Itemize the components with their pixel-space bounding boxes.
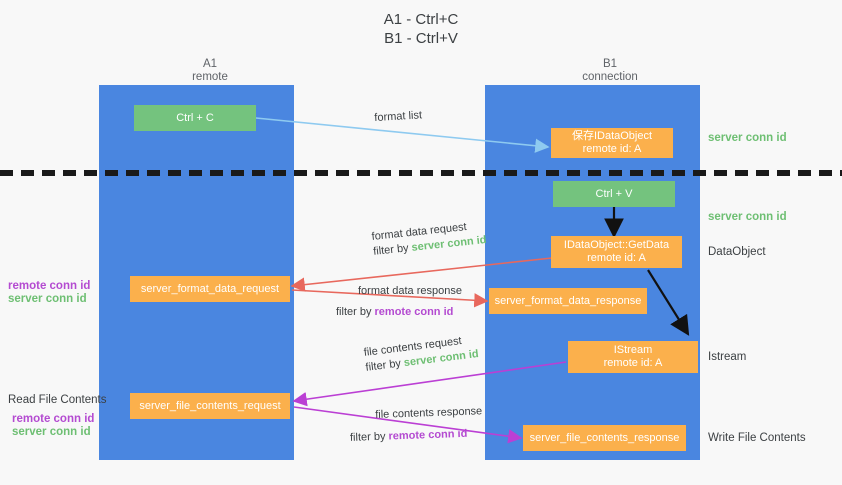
filter-prefix: filter by: [349, 430, 389, 444]
node-idataobject-getdata[interactable]: IDataObject::GetData remote id: A: [551, 236, 682, 268]
edge-label-file-contents-response: file contents response filter by remote …: [350, 404, 483, 445]
node-idataobject-getdata-subtitle: remote id: A: [587, 252, 646, 264]
edge-label-format-list: format list: [374, 109, 423, 124]
annotation-write-file-contents: Write File Contents: [708, 432, 806, 444]
annotation-read-file-contents: Read File Contents: [8, 394, 107, 406]
annotation-remote-conn-id-bottom: remote conn id: [12, 413, 95, 425]
node-server-format-data-response[interactable]: server_format_data_response: [489, 288, 647, 314]
phase-separator: [0, 170, 842, 176]
edge-label-file-contents-response-text: file contents response: [375, 405, 483, 421]
node-server-format-data-request-label: server_format_data_request: [140, 282, 280, 295]
node-server-file-contents-request[interactable]: server_file_contents_request: [130, 393, 290, 419]
node-istream-subtitle: remote id: A: [603, 357, 663, 369]
annotation-server-conn-id-mid: server conn id: [708, 211, 787, 223]
lane-header-a1: A1 remote: [192, 58, 228, 83]
edge-label-format-data-response-filter: filter by remote conn id: [336, 305, 462, 320]
filter-key-remote-conn-id: remote conn id: [388, 427, 468, 443]
filter-prefix: filter by: [364, 357, 405, 374]
edge-label-file-contents-response-filter: filter by remote conn id: [350, 426, 483, 446]
edge-label-format-data-response-text: format data response: [358, 285, 462, 297]
edge-label-format-data-response: format data response filter by remote co…: [336, 284, 462, 320]
node-server-file-contents-request-label: server_file_contents_request: [139, 399, 281, 412]
node-istream-title: IStream: [613, 344, 653, 356]
filter-prefix: filter by: [372, 241, 413, 258]
annotation-server-conn-id-left-bottom: server conn id: [12, 426, 91, 438]
node-save-idataobject-subtitle: remote id: A: [582, 143, 642, 155]
annotation-server-conn-id-top: server conn id: [708, 132, 787, 144]
node-ctrl-c[interactable]: Ctrl + C: [134, 105, 256, 131]
lane-header-b1: B1 connection: [582, 58, 638, 83]
annotation-istream: Istream: [708, 351, 747, 363]
filter-key-remote-conn-id: remote conn id: [374, 306, 454, 318]
node-ctrl-v[interactable]: Ctrl + V: [553, 181, 675, 207]
node-save-idataobject[interactable]: 保存IDataObject remote id: A: [551, 128, 673, 158]
node-ctrl-c-label: Ctrl + C: [176, 111, 214, 124]
node-ctrl-v-label: Ctrl + V: [595, 187, 633, 200]
filter-prefix: filter by: [336, 306, 375, 318]
node-server-format-data-request[interactable]: server_format_data_request: [130, 276, 290, 302]
node-server-file-contents-response[interactable]: server_file_contents_response: [523, 425, 686, 451]
node-server-file-contents-response-label: server_file_contents_response: [529, 431, 680, 444]
node-save-idataobject-title: 保存IDataObject: [571, 130, 653, 142]
node-idataobject-getdata-title: IDataObject::GetData: [563, 239, 670, 251]
annotation-dataobject: DataObject: [708, 246, 766, 258]
page-title: A1 - Ctrl+C B1 - Ctrl+V: [383, 11, 459, 47]
node-server-format-data-response-label: server_format_data_response: [494, 294, 642, 307]
edge-label-file-contents-request: file contents request filter by server c…: [363, 332, 480, 376]
annotation-server-conn-id-left-mid: server conn id: [8, 293, 87, 305]
node-istream[interactable]: IStream remote id: A: [568, 341, 698, 373]
annotation-remote-conn-id-mid: remote conn id: [8, 280, 91, 292]
edge-label-format-data-request: format data request filter by server con…: [371, 218, 487, 260]
